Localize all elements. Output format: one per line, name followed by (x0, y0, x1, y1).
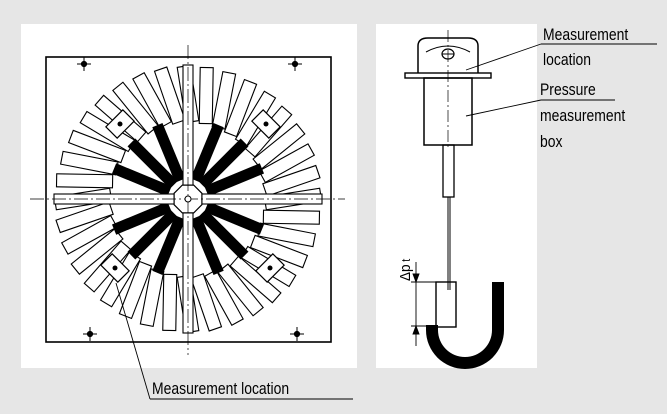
black-vane (111, 201, 172, 235)
black-vane (190, 215, 224, 276)
measurement-probe (251, 109, 281, 139)
manometer-tube-box (435, 281, 457, 328)
black-vane (204, 201, 265, 235)
measurement-location-bottom-label: Measurement location (152, 379, 290, 398)
delta-p-subscript: t (399, 258, 413, 262)
outer-slot (262, 209, 321, 225)
outer-slot (153, 66, 186, 125)
outer-slot (55, 201, 114, 234)
measurement-probe (105, 109, 135, 139)
pressure-box-label-line1: Pressure (540, 80, 596, 99)
tube-fitting (442, 144, 455, 198)
outer-slot (60, 214, 118, 255)
outer-slot (112, 81, 159, 135)
diffuser-plate (45, 56, 332, 343)
outer-slot (132, 71, 173, 129)
pressure-box-label-line3: box (540, 132, 563, 151)
black-vane (190, 122, 224, 183)
black-vane (111, 163, 172, 197)
outer-slot (262, 164, 321, 197)
outer-slot (252, 123, 306, 170)
delta-p-label: Δp t (396, 259, 416, 281)
corner-hole (77, 57, 91, 71)
outer-slot (67, 129, 127, 164)
delta-p-dimension (411, 262, 436, 346)
outer-slot (162, 273, 178, 332)
black-vane (127, 209, 178, 260)
black-vane (198, 138, 249, 189)
black-vane (204, 163, 265, 197)
pressure-box-label-line2: measurement (540, 106, 626, 125)
measurement-probe (100, 253, 130, 283)
measurement-location-top-leader (465, 43, 542, 71)
outer-slot (190, 273, 223, 332)
measurement-location-top-label-line2: location (543, 50, 592, 69)
black-vane (152, 122, 186, 183)
measurement-probe (255, 253, 285, 283)
corner-hole (290, 327, 304, 341)
corner-hole (83, 327, 97, 341)
outer-slot (203, 269, 244, 327)
corner-hole (288, 57, 302, 71)
measurement-location-top-label-line1: Measurement (543, 25, 629, 44)
black-vane (198, 209, 249, 260)
outer-slot (258, 143, 316, 184)
outer-slot (70, 228, 124, 275)
outer-slot (217, 263, 264, 317)
swirl-diffuser (53, 64, 323, 334)
outer-slot (223, 78, 258, 138)
black-vane (152, 215, 186, 276)
delta-p-symbol: Δp (397, 264, 414, 281)
u-tube-manometer (426, 282, 504, 369)
corner-holes (77, 57, 304, 341)
outer-slot (55, 173, 114, 189)
black-vane (127, 138, 178, 189)
measurement-location-leader (115, 282, 151, 400)
pressure-box-leader (465, 99, 542, 117)
outer-slot (198, 66, 214, 125)
centre-point (184, 195, 192, 203)
